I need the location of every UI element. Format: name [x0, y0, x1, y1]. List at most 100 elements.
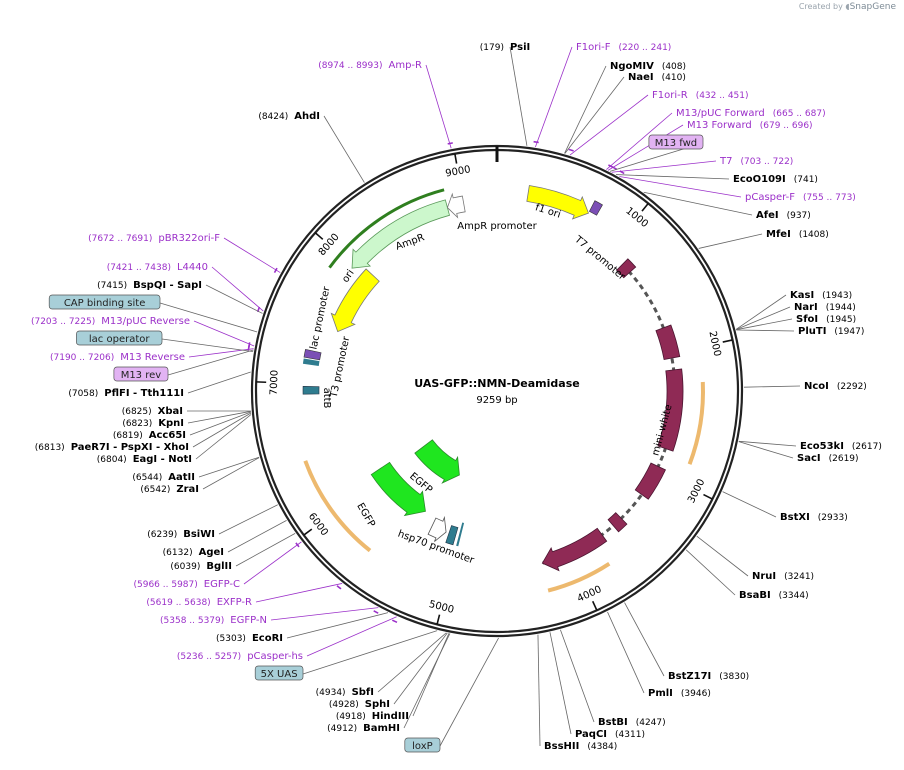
site-name: EcoO109I: [733, 174, 786, 185]
site-bglii: BglII(6039): [170, 561, 232, 572]
site-position: (6819): [113, 431, 143, 441]
leader-amp-r: [426, 65, 451, 148]
site-afei: AfeI(937): [756, 210, 811, 221]
site-position: (4384): [587, 742, 617, 752]
site-name: NarI: [794, 302, 818, 313]
site-position: (4934): [316, 688, 346, 698]
leader-bsabi: [686, 550, 735, 595]
leader-paer7i-pspxi-xhoi: [193, 413, 251, 447]
egfp-arrow-inner: [371, 462, 425, 515]
site-position: (6132): [163, 548, 193, 558]
site-position: (937): [787, 211, 811, 221]
site-naei: NaeI(410): [628, 72, 686, 83]
site-position: (1943): [822, 291, 852, 301]
leader-sfoi: [736, 319, 792, 330]
site-ncoi: NcoI(2292): [804, 381, 867, 392]
site-psii: PsiI(179): [480, 42, 530, 53]
feature-tag-cap-binding-site: CAP binding site: [49, 295, 160, 309]
site-position: (1947): [834, 327, 864, 337]
uas-marker: [456, 522, 464, 546]
ruler-tick-label: 3000: [686, 477, 707, 505]
leader-paqci: [550, 632, 571, 734]
site-name: Eco53kI: [800, 441, 844, 452]
site-name: BamHI: [363, 723, 400, 734]
ruler-tick: [304, 529, 312, 535]
site-name: EXFP-R: [217, 597, 252, 608]
site-name: Acc65I: [149, 430, 186, 441]
ruler-tick-label: 9000: [445, 164, 472, 179]
leader-afei: [644, 192, 752, 215]
site-bstxi: BstXI(2933): [780, 512, 848, 523]
site-name: BstBI: [598, 717, 628, 728]
leader-ncoi: [744, 386, 800, 387]
site-name: PmlI: [648, 688, 673, 699]
site-position: (3830): [719, 672, 749, 682]
site-name: pCasper-hs: [247, 651, 303, 662]
leader-lac-operator: [162, 339, 253, 352]
site-name: EGFP-N: [230, 615, 267, 626]
primer-mark: [448, 143, 453, 144]
site-zrai: ZraI(6542): [140, 484, 199, 495]
site-name: T7: [719, 156, 732, 167]
site-name: M13 Forward: [687, 120, 752, 131]
site-name: AgeI: [199, 547, 224, 558]
site-ngomiv: NgoMIV(408): [610, 61, 686, 72]
leader-f1ori-f: [535, 47, 572, 147]
site-name: F1ori-F: [576, 42, 611, 53]
primer-mark: [337, 586, 341, 589]
site-xbai: XbaI(6825): [122, 406, 183, 417]
site-name: EcoRI: [252, 633, 283, 644]
site-name: PaeR7I - PspXI - XhoI: [71, 442, 189, 453]
leader-pflfi-tth111i: [188, 372, 251, 393]
leader-ngomiv: [565, 66, 606, 153]
site-name: EagI - NotI: [133, 454, 192, 465]
site-position: (6804): [97, 455, 127, 465]
site-name: ZraI: [176, 484, 199, 495]
ruler-tick-label: 2000: [706, 330, 722, 357]
site-position: (7058): [68, 389, 98, 399]
leader-egfp-c: [244, 542, 301, 584]
site-position: (3241): [784, 572, 814, 582]
site-position: (432 .. 451): [696, 91, 749, 101]
site-position: (4918): [336, 712, 366, 722]
primer-mark: [569, 149, 574, 151]
leader-m13-puc-reverse: [194, 321, 254, 346]
site-name: F1ori-R: [652, 90, 688, 101]
leader-5x-uas: [303, 631, 437, 674]
leader-exfp-r: [256, 583, 342, 602]
site-position: (410): [662, 73, 686, 83]
leader-ahdi: [324, 116, 364, 183]
site-bsiwi: BsiWI(6239): [147, 529, 215, 540]
site-sbfi: SbfI(4934): [316, 687, 374, 698]
site-name: BglII: [206, 561, 232, 572]
site-name: XbaI: [158, 406, 183, 417]
ruler-tick-label: 7000: [269, 370, 281, 396]
primer-exfp-r: EXFP-R(5619 .. 5638): [146, 597, 252, 608]
site-position: (5303): [216, 634, 246, 644]
site-name: SacI: [797, 453, 821, 464]
site-name: NgoMIV: [610, 61, 654, 72]
site-bsshii: BssHII(4384): [544, 741, 617, 752]
leader-kpni: [188, 411, 251, 423]
site-position: (741): [794, 175, 818, 185]
primer-mark: [374, 611, 379, 613]
site-position: (3344): [779, 591, 809, 601]
site-position: (7203 .. 7225): [31, 317, 95, 327]
leader-bstz17i: [625, 603, 664, 676]
site-position: (665 .. 687): [773, 109, 826, 119]
leader-ecoo109i: [616, 175, 729, 179]
leader-bstxi: [723, 492, 776, 517]
tag-text: 5X UAS: [261, 669, 298, 680]
site-name: MfeI: [766, 229, 791, 240]
primer-pcasper-f: pCasper-F(755 .. 773): [745, 192, 856, 203]
site-position: (3946): [681, 689, 711, 699]
site-hindiii: HindIII (4918): [336, 711, 409, 722]
ruler-tick: [723, 340, 733, 342]
site-aatii: AatII(6544): [132, 472, 195, 483]
leader-t7: [612, 161, 716, 172]
site-saci: SacI(2619): [797, 453, 859, 464]
site-name: HindIII: [372, 711, 409, 722]
leader-pcasper-f: [619, 176, 741, 197]
site-position: (5236 .. 5257): [177, 652, 241, 662]
